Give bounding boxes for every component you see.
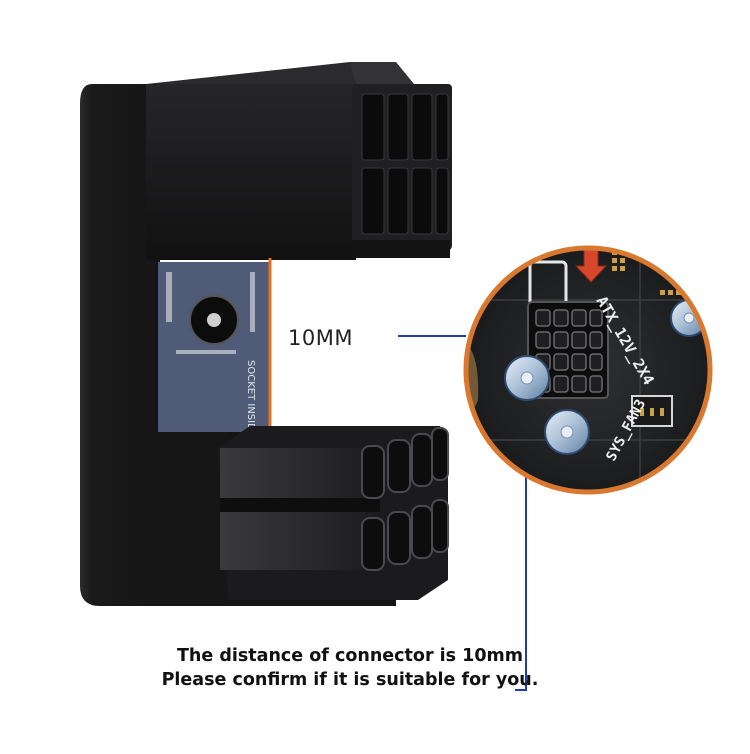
capacitor	[544, 409, 590, 455]
capacitor	[504, 355, 550, 401]
lower-pin-grid	[361, 427, 449, 571]
sticker-text: SOCKET INSIDE BUCKLE	[245, 360, 256, 480]
dimension-label: 10MM	[288, 326, 353, 350]
upper-pin-grid	[361, 93, 449, 235]
callout-lines	[398, 335, 527, 691]
arrow-down-icon	[574, 248, 608, 283]
caption-line-2: Please confirm if it is suitable for you…	[161, 670, 539, 690]
motherboard-zoom: ATX_12V_2X4 SYS_FAN3	[463, 245, 713, 495]
side-sticker: SOCKET INSIDE BUCKLE	[158, 262, 270, 480]
caption: The distance of connector is 10mm Please…	[150, 644, 550, 692]
caption-line-1: The distance of connector is 10mm	[177, 646, 523, 666]
